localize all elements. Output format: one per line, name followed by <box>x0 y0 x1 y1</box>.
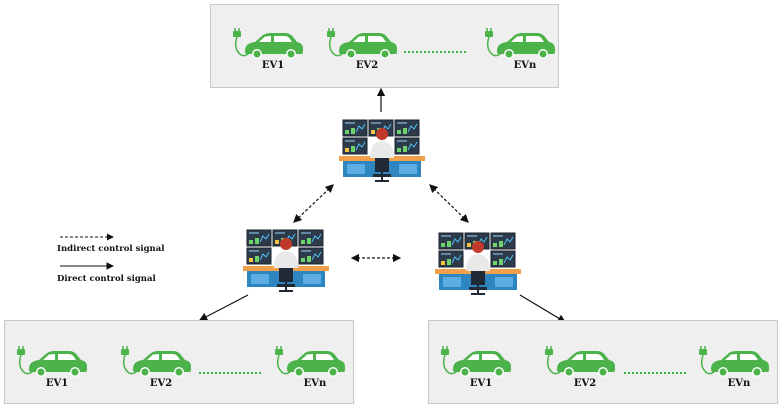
ev-item: EVn <box>477 27 557 77</box>
ev-item: EV2 <box>319 27 399 77</box>
control-center-operator-icon <box>433 232 523 301</box>
control-center-operator-icon <box>337 119 427 188</box>
left-ev-group: EV1 EV2 EVn <box>4 320 354 404</box>
legend-direct-label: Direct control signal <box>57 274 156 284</box>
ev-label: EV1 <box>261 60 285 71</box>
direct-signal-left <box>198 294 249 321</box>
ev-item: EV2 <box>537 345 617 395</box>
ev-label: EVn <box>303 378 327 389</box>
top-ev-group: EV1 EV2 EVn <box>210 4 559 88</box>
right-ev-group: EV1 EV2 EVn <box>428 320 778 404</box>
ev-label: EV2 <box>573 378 597 389</box>
ev-item: EV1 <box>9 345 89 395</box>
ellipsis-dots <box>199 372 261 374</box>
indirect-signal-top-right <box>429 184 469 223</box>
ev-label: EV1 <box>45 378 69 389</box>
control-center-right <box>433 225 523 297</box>
ev-item: EV1 <box>225 27 305 77</box>
ellipsis-dots <box>624 372 686 374</box>
ev-label: EVn <box>727 378 751 389</box>
direct-signal-right <box>519 294 567 323</box>
ev-label: EV2 <box>355 60 379 71</box>
ev-label: EV2 <box>149 378 173 389</box>
legend-indirect-label: Indirect control signal <box>57 244 165 254</box>
control-center-top <box>337 112 427 184</box>
ev-item: EVn <box>691 345 771 395</box>
ev-item: EV1 <box>433 345 513 395</box>
ev-item: EVn <box>267 345 347 395</box>
ev-label: EV1 <box>469 378 493 389</box>
control-center-left <box>241 222 331 294</box>
indirect-signal-top-left <box>293 184 334 223</box>
ev-label: EVn <box>513 60 537 71</box>
ellipsis-dots <box>404 51 466 53</box>
ev-item: EV2 <box>113 345 193 395</box>
control-center-operator-icon <box>241 229 331 298</box>
